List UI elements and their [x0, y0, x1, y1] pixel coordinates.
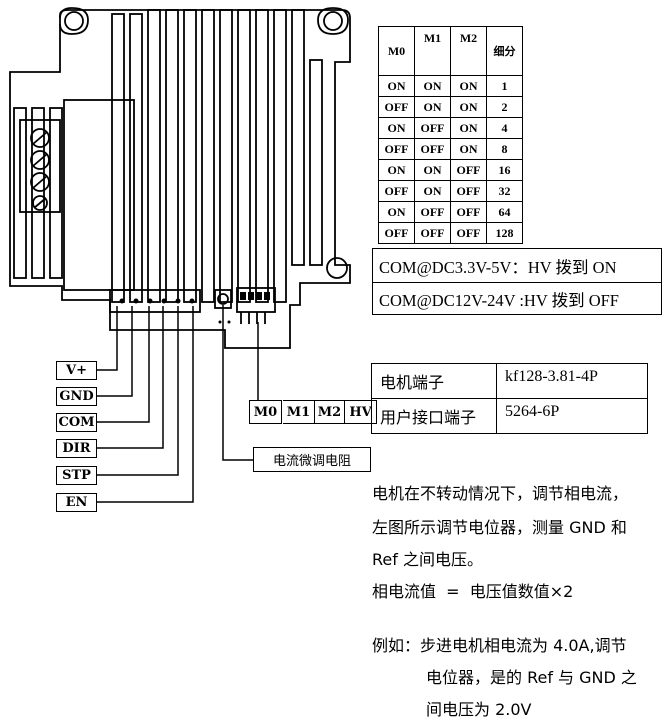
cell: 32 [486, 180, 523, 202]
cell: OFF [450, 222, 487, 244]
mount-hole-tr-inner [323, 11, 343, 31]
com-note-high-voltage: COM@DC12V-24V :HV 拨到 OFF [372, 282, 662, 315]
header-m2: M2 [450, 26, 487, 76]
cell: ON [414, 96, 451, 118]
cell: OFF [378, 222, 415, 244]
cell: OFF [414, 201, 451, 223]
example-line-1: 例如：步进电机相电流为 4.0A,调节 [372, 636, 627, 655]
pot-callout-label: 电流微调电阻 [253, 447, 371, 472]
formula-line: 相电流值 = 电压值数值×2 [372, 582, 574, 601]
motor-terminal-block [19, 119, 61, 213]
table-header-row: M0 M1 M2 细分 [378, 26, 523, 76]
cell: ON [450, 117, 487, 139]
cell: OFF [378, 138, 415, 160]
terminal-label: 电机端子 [371, 363, 497, 399]
cell: ON [450, 96, 487, 118]
driver-body-outline [9, 9, 351, 349]
description-line-2: 左图所示调节电位器，测量 GND 和 [372, 518, 627, 537]
cell: OFF [378, 96, 415, 118]
cell: ON [378, 159, 415, 181]
pot-leader [222, 305, 253, 461]
table-row: 电机端子 kf128-3.81-4P [371, 363, 648, 399]
cell: ON [414, 159, 451, 181]
cell: 16 [486, 159, 523, 181]
cell: OFF [414, 138, 451, 160]
dip-switch [236, 287, 276, 313]
cell: ON [378, 75, 415, 97]
pin-label-stp: STP [56, 466, 97, 485]
cell: 2 [486, 96, 523, 118]
description-line-1: 电机在不转动情况下，调节相电流， [372, 484, 629, 503]
cell: OFF [414, 222, 451, 244]
mount-hole-top-right [317, 7, 349, 35]
dip-label-m1: M1 [283, 400, 315, 424]
pin-leader-lines [97, 305, 259, 503]
pin-label-en: EN [56, 493, 97, 512]
cell: ON [414, 75, 451, 97]
cell: ON [378, 201, 415, 223]
pin-label-com: COM [56, 413, 97, 432]
terminals-table: 电机端子 kf128-3.81-4P 用户接口端子 5264-6P [371, 363, 648, 434]
pin-label-dir: DIR [56, 439, 97, 458]
cell: 4 [486, 117, 523, 139]
cell: OFF [450, 159, 487, 181]
cell: 128 [486, 222, 523, 244]
dip-label-m0: M0 [249, 400, 282, 424]
cell: OFF [450, 180, 487, 202]
center-plate [63, 99, 135, 291]
heatsink-fins [13, 9, 323, 303]
table-row: 用户接口端子 5264-6P [371, 398, 648, 434]
cell: 1 [486, 75, 523, 97]
example-line-2: 电位器，是的 Ref 与 GND 之 [426, 668, 637, 687]
pin-label-gnd: GND [56, 387, 97, 406]
example-line-3: 间电压为 2.0V [426, 700, 532, 719]
cell: OFF [414, 117, 451, 139]
user-connector [109, 289, 201, 313]
header-microstep: 细分 [486, 26, 523, 76]
pin-label-vplus: V+ [56, 361, 97, 380]
terminal-label: 用户接口端子 [371, 398, 497, 434]
header-m1: M1 [414, 26, 451, 76]
mount-hole-tl-inner [64, 11, 84, 31]
cell: 8 [486, 138, 523, 160]
cell: OFF [378, 180, 415, 202]
cell: ON [378, 117, 415, 139]
cell: OFF [450, 201, 487, 223]
mount-hole-top-left [59, 7, 89, 35]
header-m0: M0 [378, 26, 415, 76]
cell: 64 [486, 201, 523, 223]
cell: ON [450, 138, 487, 160]
terminal-value: kf128-3.81-4P [496, 363, 648, 399]
cell: ON [450, 75, 487, 97]
description-line-3: Ref 之间电压。 [372, 550, 483, 569]
dip-label-m2: M2 [315, 400, 345, 424]
mount-hole-bottom-right [326, 257, 348, 279]
com-note-low-voltage: COM@DC3.3V-5V：HV 拨到 ON [372, 248, 662, 283]
terminal-value: 5264-6P [496, 398, 648, 434]
cell: ON [414, 180, 451, 202]
